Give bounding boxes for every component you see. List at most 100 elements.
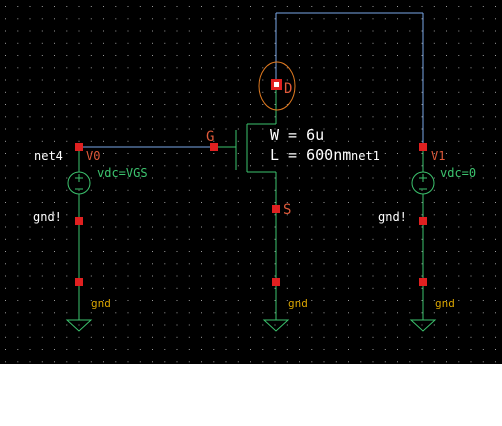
pin-v1-top[interactable]	[419, 143, 427, 151]
grid-dot	[458, 324, 460, 326]
grid-dot	[176, 189, 178, 191]
pin-gnd-mid[interactable]	[272, 278, 280, 286]
nmos-transistor[interactable]	[214, 84, 277, 320]
drain-highlight[interactable]	[258, 61, 296, 111]
grid-dot	[274, 349, 276, 350]
grid-dot	[470, 67, 472, 69]
grid-dot	[482, 30, 484, 32]
pin-v0-bottom[interactable]	[75, 217, 83, 225]
grid-dot	[360, 275, 362, 277]
gnd-label-right: gnd	[435, 297, 455, 310]
grid-dot	[372, 336, 374, 338]
grid-dot	[286, 91, 288, 93]
grid-dot	[164, 238, 166, 240]
grid-dot	[250, 189, 251, 191]
grid-dot	[225, 55, 227, 56]
grid-dot	[139, 361, 141, 363]
grid-dot	[115, 18, 117, 20]
grid-dot	[482, 6, 484, 7]
grid-dot	[139, 238, 141, 240]
grid-dot	[458, 312, 460, 314]
grid-dot	[348, 263, 349, 265]
grid-dot	[335, 177, 337, 179]
grid-dot	[17, 6, 19, 7]
grid-dot	[103, 251, 104, 252]
grid-dot	[66, 116, 68, 118]
grid-dot	[323, 202, 325, 203]
grid-dot	[397, 79, 398, 81]
grid-dot	[66, 300, 68, 301]
grid-dot	[54, 6, 55, 7]
grid-dot	[323, 189, 325, 191]
pin-v1-bottom[interactable]	[419, 217, 427, 225]
grid-dot	[66, 67, 68, 69]
grid-dot	[152, 287, 153, 289]
grid-dot	[299, 202, 300, 203]
grid-dot	[54, 238, 55, 240]
pin-gnd-left[interactable]	[75, 278, 83, 286]
grid-dot	[458, 336, 460, 338]
grid-dot	[78, 324, 80, 326]
grid-dot	[29, 116, 31, 118]
grid-dot	[176, 287, 178, 289]
param-label-v1: vdc=0	[440, 166, 476, 180]
grid-dot	[152, 116, 153, 118]
grid-dot	[152, 79, 153, 81]
schematic-canvas[interactable]: G D S W = 6u L = 600nm net1 net4 V0 vdc=…	[0, 0, 502, 364]
pin-gnd-right[interactable]	[419, 278, 427, 286]
grid-dot	[397, 67, 398, 69]
grid-dot	[446, 189, 447, 191]
grid-dot	[458, 67, 460, 69]
grid-dot	[103, 238, 104, 240]
schematic-svg[interactable]: G D S W = 6u L = 600nm net1 net4 V0 vdc=…	[0, 0, 502, 364]
grid-dot	[262, 79, 264, 81]
grid-dot	[115, 251, 117, 252]
pin-gate[interactable]	[210, 143, 218, 151]
grid-dot	[41, 202, 43, 203]
grid-dot	[360, 30, 362, 32]
grid-dot	[139, 202, 141, 203]
grid-dot	[54, 214, 55, 216]
grid-dot	[115, 165, 117, 167]
ground-symbol-left[interactable]	[65, 319, 93, 332]
grid-dot	[421, 189, 423, 191]
pin-source[interactable]	[272, 205, 280, 213]
grid-dot	[115, 55, 117, 56]
ground-symbol-right[interactable]	[409, 319, 437, 332]
grid-dot	[274, 336, 276, 338]
grid-dot	[225, 202, 227, 203]
grid-dot	[127, 128, 129, 130]
grid-dot	[421, 55, 423, 56]
grid-dot	[433, 214, 435, 216]
grid-dot	[176, 153, 178, 154]
grid-dot	[225, 238, 227, 240]
grid-dot	[29, 349, 31, 350]
grid-dot	[397, 55, 398, 56]
grid-dot	[176, 79, 178, 81]
grid-dot	[323, 55, 325, 56]
grid-dot	[103, 165, 104, 167]
grid-dot	[188, 18, 190, 20]
grid-dot	[286, 42, 288, 44]
grid-dot	[335, 275, 337, 277]
grid-dot	[433, 336, 435, 338]
grid-dot	[139, 140, 141, 142]
grid-dot	[335, 251, 337, 252]
pin-v0-top[interactable]	[75, 143, 83, 151]
grid-dot	[115, 226, 117, 228]
grid-dot	[495, 104, 496, 105]
grid-dot	[299, 336, 300, 338]
grid-dot	[348, 165, 349, 167]
grid-dot	[237, 287, 239, 289]
grid-dot	[274, 275, 276, 277]
grid-dot	[127, 91, 129, 93]
grid-dot	[250, 153, 251, 154]
grid-dot	[335, 104, 337, 105]
grid-dot	[495, 226, 496, 228]
ground-symbol-mid[interactable]	[262, 319, 290, 332]
vsource-v1[interactable]	[411, 147, 435, 320]
grid-dot	[66, 275, 68, 277]
grid-dot	[372, 300, 374, 301]
grid-dot	[152, 214, 153, 216]
vsource-v0[interactable]	[67, 147, 91, 320]
